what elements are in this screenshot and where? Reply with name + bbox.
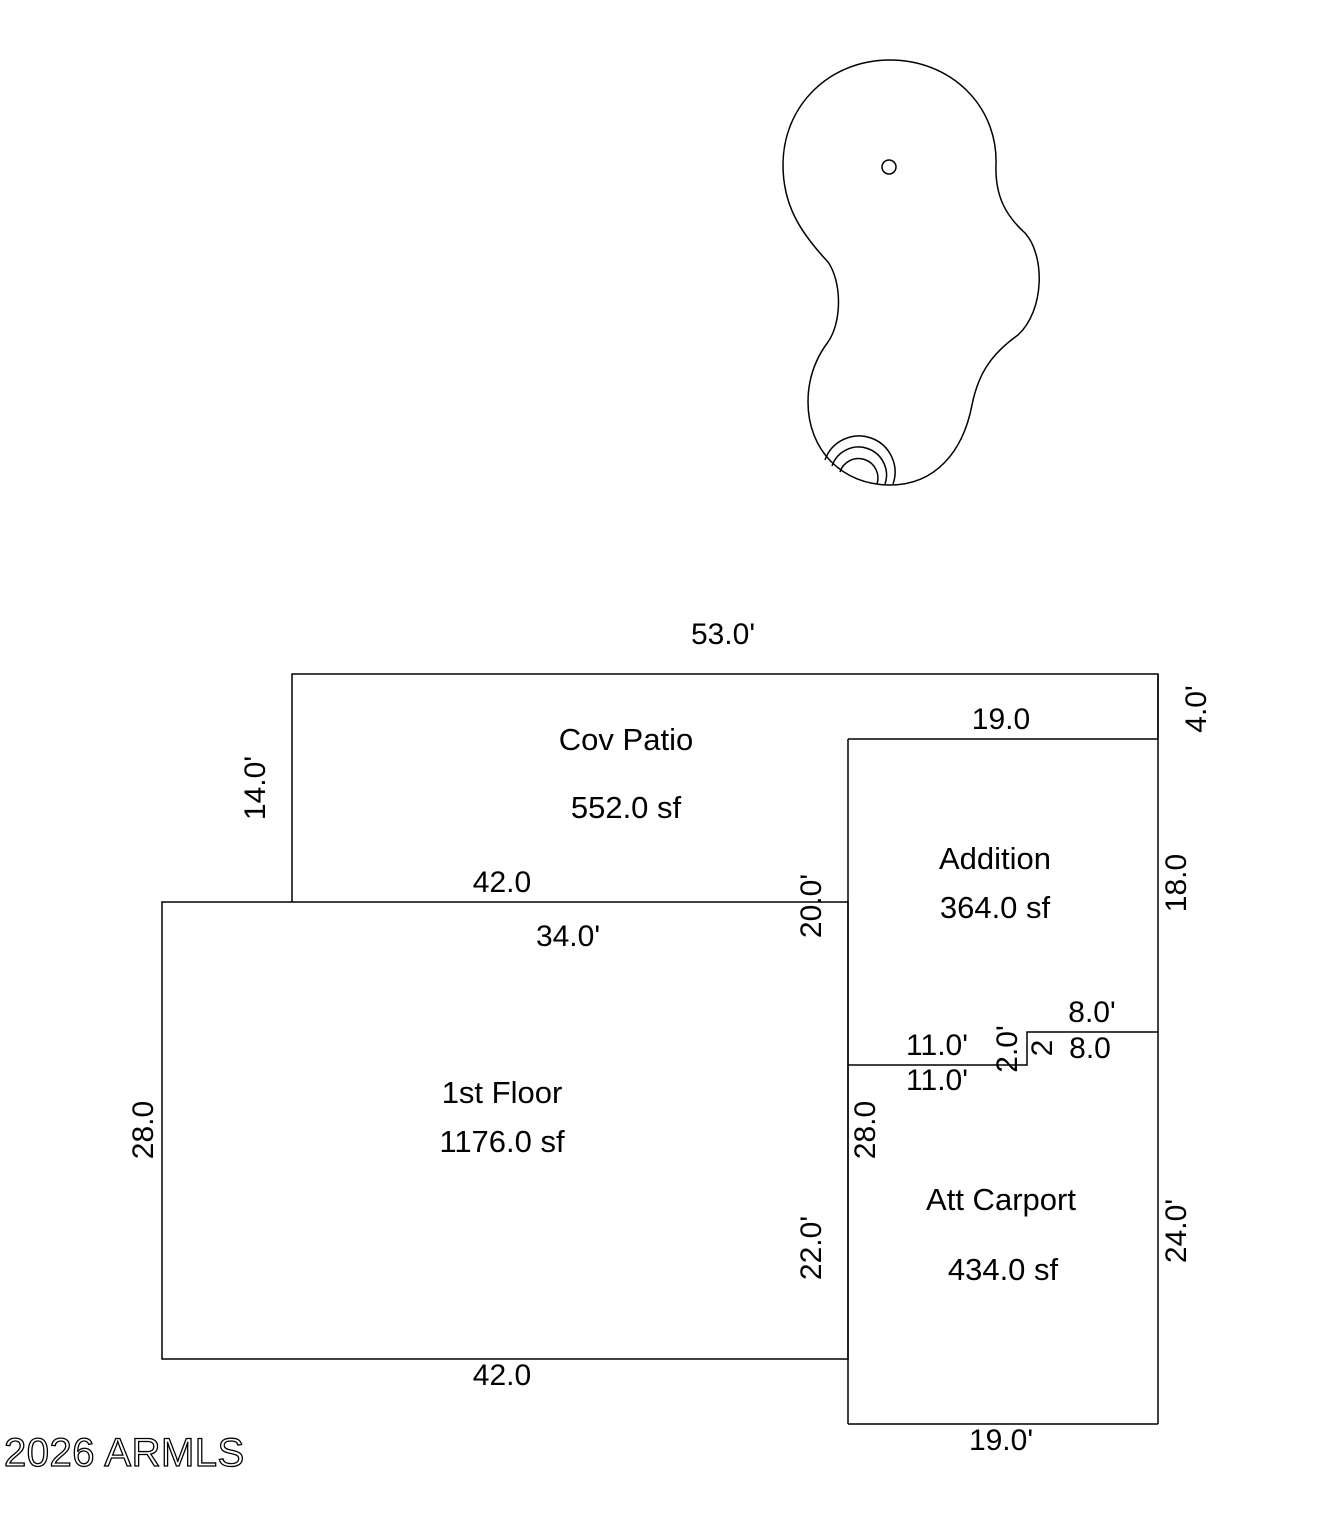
dim-patio-bottom: 42.0 xyxy=(473,866,531,899)
dim-patio-left: 14.0' xyxy=(239,756,272,820)
pool-skimmer xyxy=(881,159,897,175)
pool-outline xyxy=(782,59,1040,486)
room-area-cov-patio: 552.0 sf xyxy=(571,790,682,825)
dim-carport-right: 24.0' xyxy=(1160,1199,1193,1263)
room-labels: Cov Patio 552.0 sf Addition 364.0 sf 1st… xyxy=(439,722,1076,1287)
pool xyxy=(782,59,1040,486)
room-name-att-carport: Att Carport xyxy=(926,1182,1076,1217)
dim-carport-bottom: 19.0' xyxy=(969,1424,1033,1457)
dim-floor-bottom: 42.0 xyxy=(473,1359,531,1392)
dim-patio-right-top: 4.0' xyxy=(1180,685,1213,732)
room-name-cov-patio: Cov Patio xyxy=(559,722,693,757)
dimension-labels-vertical: 14.0' 4.0' 18.0 20.0' 28.0 2.0' 2 28.0 2… xyxy=(127,685,1213,1280)
dim-floor-left: 28.0 xyxy=(127,1101,160,1159)
dim-step-upper-right: 8.0' xyxy=(1068,996,1115,1029)
dim-step-lower-right: 8.0 xyxy=(1069,1032,1111,1065)
copyright-watermark: 2026 ARMLS xyxy=(4,1431,245,1475)
dim-patio-top: 53.0' xyxy=(691,618,755,651)
room-name-first-floor: 1st Floor xyxy=(442,1075,563,1110)
addition-carport-divider xyxy=(848,1031,1158,1066)
dim-step-rise-left: 2.0' xyxy=(991,1025,1024,1072)
room-name-addition: Addition xyxy=(939,841,1051,876)
dim-step-rise-right: 2 xyxy=(1026,1040,1059,1057)
dim-floor-top: 34.0' xyxy=(536,920,600,953)
room-area-addition: 364.0 sf xyxy=(940,890,1051,925)
room-area-att-carport: 434.0 sf xyxy=(948,1252,1059,1287)
dim-step-lower-left: 11.0' xyxy=(906,1064,968,1097)
pool-steps xyxy=(824,435,896,485)
dim-addition-top: 19.0 xyxy=(972,703,1030,736)
dim-step-upper-left: 11.0' xyxy=(906,1029,968,1062)
dimension-labels-horizontal: 53.0' 19.0 42.0 34.0' 11.0' 11.0' 8.0' 8… xyxy=(473,618,1116,1457)
dim-carport-left: 28.0 xyxy=(849,1101,882,1159)
room-area-first-floor: 1176.0 sf xyxy=(439,1124,565,1159)
dim-addition-left: 20.0' xyxy=(795,874,828,938)
dim-addition-right: 18.0 xyxy=(1160,854,1193,912)
dim-floor-right-lower: 22.0' xyxy=(795,1216,828,1280)
room-outlines xyxy=(161,673,1159,1425)
